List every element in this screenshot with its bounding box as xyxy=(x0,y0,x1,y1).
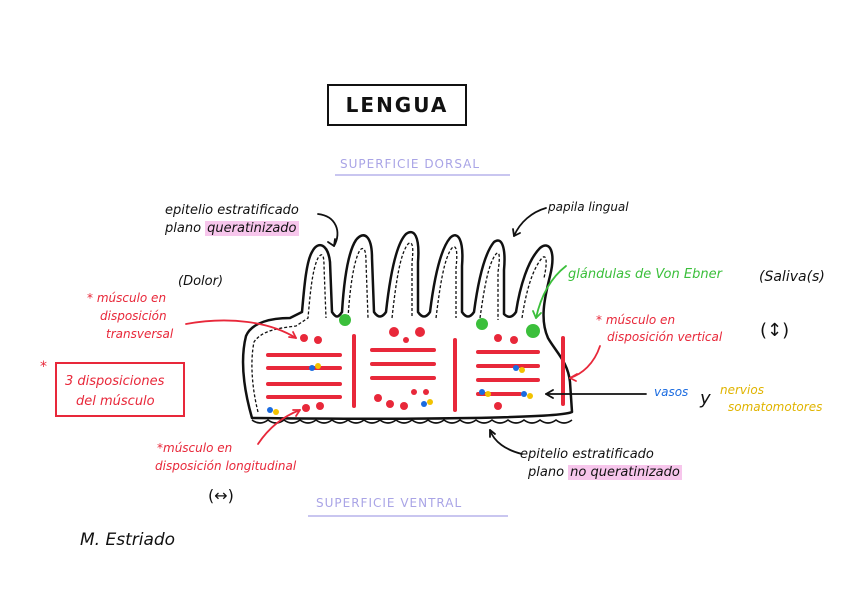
muscle-longitudinal xyxy=(300,327,518,412)
von-ebner-gland xyxy=(526,324,540,338)
label-m-estriado: M. Estriado xyxy=(80,530,176,550)
arrow-glandulas xyxy=(535,265,567,319)
label-vertical-2: disposición vertical xyxy=(607,330,723,344)
arrow-vertical xyxy=(569,345,601,379)
label-dolor: (Dolor) xyxy=(178,274,224,289)
label-3disp-2: del músculo xyxy=(76,394,155,409)
label-longitudinal-symbol: (↔) xyxy=(208,486,234,505)
label-epitelio-noquer-2b: no queratinizado xyxy=(568,465,682,480)
title-box: LENGUA xyxy=(327,84,467,126)
label-transversal-3: transversal xyxy=(106,327,174,341)
muscle-transversal xyxy=(266,348,540,399)
label-saliva: (Saliva(s) xyxy=(759,269,825,285)
tongue-outline xyxy=(241,230,574,420)
label-3disp-1: 3 disposiciones xyxy=(65,374,165,389)
label-epitelio-noquer-1: epitelio estratificado xyxy=(520,447,654,462)
surface-dorsal-label: SUPERFICIE DORSAL xyxy=(340,157,481,171)
label-longitudinal-2: disposición longitudinal xyxy=(155,459,297,473)
label-epitelio-quer-2b: queratinizado xyxy=(205,221,299,236)
diagram-title: LENGUA xyxy=(345,93,449,117)
arrow-epitelio-noquer xyxy=(489,429,523,455)
label-nervios: nervios xyxy=(720,383,764,397)
label-transversal-2: disposición xyxy=(100,309,167,323)
label-transversal-1: * músculo en xyxy=(87,291,167,305)
label-asterisk: * xyxy=(40,359,47,375)
label-epitelio-noquer-2a: plano xyxy=(528,465,569,480)
arrow-transversal xyxy=(185,319,297,339)
label-papila: papila lingual xyxy=(548,200,629,214)
arrow-epitelio-quer xyxy=(317,213,339,247)
label-epitelio-quer-2: plano queratinizado xyxy=(165,221,299,236)
arrow-longitudinal xyxy=(257,409,301,445)
label-vasos: vasos xyxy=(654,385,689,399)
three-dispositions-box xyxy=(55,362,185,417)
vessels-nerves xyxy=(267,363,533,415)
label-y: y xyxy=(700,388,711,409)
keratin-line xyxy=(251,242,547,413)
label-epitelio-quer-2a: plano xyxy=(165,221,206,236)
von-ebner-gland xyxy=(476,318,488,330)
label-vertical-symbol: (↕) xyxy=(760,320,790,341)
muscle-vertical xyxy=(352,334,565,412)
von-ebner-gland xyxy=(339,314,351,326)
ventral-epithelium xyxy=(251,419,573,424)
arrow-papila xyxy=(513,207,547,237)
label-longitudinal-1: *músculo en xyxy=(157,441,233,455)
label-glandulas: glándulas de Von Ebner xyxy=(568,267,722,282)
surface-ventral-label: SUPERFICIE VENTRAL xyxy=(316,496,463,510)
label-somatomotores: somatomotores xyxy=(728,400,823,414)
label-epitelio-quer-1: epitelio estratificado xyxy=(165,203,299,218)
label-vertical-1: * músculo en xyxy=(596,313,676,327)
label-epitelio-noquer-2: plano no queratinizado xyxy=(528,465,682,480)
